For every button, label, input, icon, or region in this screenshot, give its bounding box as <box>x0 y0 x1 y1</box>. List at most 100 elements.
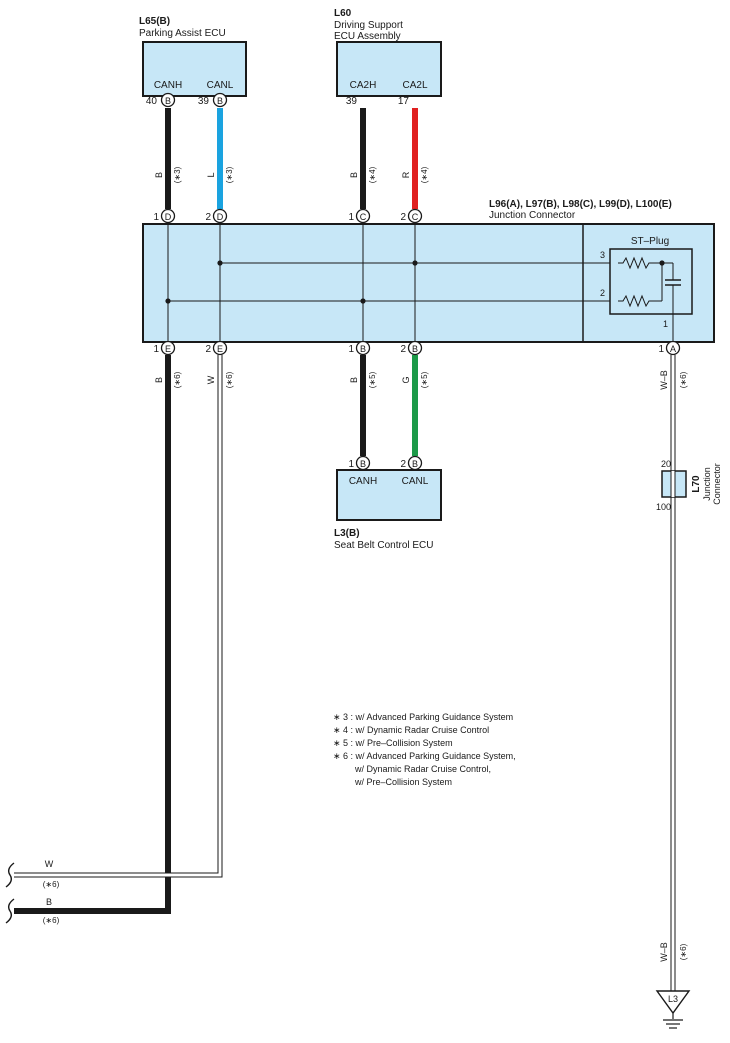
note-line: w/ Pre–Collision System <box>354 777 452 787</box>
l70-name-line1: Junction <box>702 467 712 501</box>
note-line: ∗ 3 : w/ Advanced Parking Guidance Syste… <box>333 712 513 722</box>
pin-e2-number: 2 <box>205 344 211 355</box>
l60-pin2-number: 17 <box>398 96 410 107</box>
stplug-pin1: 1 <box>663 319 668 329</box>
junction-top-pins: 1 D 2 D 1 C 2 C <box>153 208 423 224</box>
component-l65: L65(B) Parking Assist ECU CANH CANL 40 B… <box>139 16 247 108</box>
l65-pin1-conn: B <box>165 96 171 106</box>
l3b-term-canl: CANL <box>402 476 429 487</box>
l60-term-ca2h: CA2H <box>350 80 377 91</box>
wires-layer <box>14 108 676 992</box>
junction-connector: L96(A), L97(B), L98(C), L99(D), L100(E) … <box>142 199 715 343</box>
ground-point: L3 <box>655 990 691 1029</box>
l65-pin2-number: 39 <box>198 96 210 107</box>
pin-e1-number: 1 <box>153 344 159 355</box>
stplug-label: ST–Plug <box>631 236 669 247</box>
l65-pin2-conn: B <box>217 96 223 106</box>
l65-name: Parking Assist ECU <box>139 28 226 39</box>
l65-term-canl: CANL <box>207 80 234 91</box>
l3b-pin1: B <box>355 455 371 471</box>
l70-pin-bottom: 100 <box>656 502 671 512</box>
label-l60-ca2l-note: (∗4) <box>420 166 429 183</box>
label-out-w-color: W <box>45 859 54 869</box>
label-a1-top-color: W–B <box>659 370 669 390</box>
l3b-pin2-conn: B <box>412 459 418 469</box>
wire-labels-middle: B (∗6) W (∗6) B (∗5) G (∗5) W–B (∗6) <box>154 370 688 390</box>
pin-b1-conn: B <box>360 344 366 354</box>
wire-break-icon <box>5 898 15 924</box>
pin-d1-conn: D <box>165 212 172 222</box>
wire-break-icon <box>5 862 15 888</box>
pin-c1: C <box>355 208 371 224</box>
label-b1-color: B <box>349 377 359 383</box>
wire-e2-white-fill <box>14 355 222 877</box>
l65-id: L65(B) <box>139 16 170 27</box>
pin-c1-conn: C <box>360 212 367 222</box>
pin-a1-conn: A <box>670 344 676 354</box>
label-e2-note: (∗6) <box>225 371 234 388</box>
pin-e2: E <box>212 340 228 356</box>
pin-c1-number: 1 <box>348 212 354 223</box>
stplug-box <box>609 248 693 315</box>
pin-b1: B <box>355 340 371 356</box>
pin-d2: D <box>212 208 228 224</box>
l60-name-line2: ECU Assembly <box>334 31 401 42</box>
l3b-name: Seat Belt Control ECU <box>334 540 434 551</box>
ground-triangle-icon <box>655 990 691 1015</box>
l3b-pin2-number: 2 <box>400 459 406 470</box>
stplug-pin2: 2 <box>600 288 605 298</box>
pin-a1: A <box>665 340 681 356</box>
pin-e1-conn: E <box>165 344 171 354</box>
pin-b2: B <box>407 340 423 356</box>
l3b-pin1-number: 1 <box>348 459 354 470</box>
notes-block: ∗ 3 : w/ Advanced Parking Guidance Syste… <box>333 712 516 787</box>
junction-name: Junction Connector <box>489 210 576 221</box>
pin-b1-number: 1 <box>348 344 354 355</box>
l3b-box <box>336 469 442 521</box>
note-line: ∗ 5 : w/ Pre–Collision System <box>333 738 453 748</box>
l60-pin1-number: 39 <box>346 96 358 107</box>
l65-pin2: B <box>212 92 228 108</box>
pin-e1: E <box>160 340 176 356</box>
stplug-pin3: 3 <box>600 250 605 260</box>
l65-box <box>142 41 247 97</box>
label-a1-bottom-note: (∗6) <box>679 943 688 960</box>
l70-pin-top: 20 <box>661 459 671 469</box>
junction-dot <box>360 298 366 304</box>
label-a1-bottom-color: W–B <box>659 942 669 962</box>
pin-d2-conn: D <box>217 212 224 222</box>
pin-b2-conn: B <box>412 344 418 354</box>
pin-d2-number: 2 <box>205 212 211 223</box>
component-l60: L60 Driving Support ECU Assembly CA2H CA… <box>334 8 442 107</box>
l3b-term-canh: CANH <box>349 476 377 487</box>
wire-e2-white-outline <box>14 355 223 878</box>
pin-c2-conn: C <box>412 212 419 222</box>
label-l65-canh-color: B <box>154 172 164 178</box>
label-out-w-note: (∗6) <box>43 880 60 889</box>
l60-term-ca2l: CA2L <box>402 80 427 91</box>
label-out-b-color: B <box>46 897 52 907</box>
l3b-pin1-conn: B <box>360 459 366 469</box>
l60-box <box>336 41 442 97</box>
l65-pin1: B <box>160 92 176 108</box>
label-e1-note: (∗6) <box>173 371 182 388</box>
ground-icon <box>663 1019 683 1029</box>
wire-labels-bottom: W–B (∗6) <box>659 942 688 962</box>
component-l70: 20 100 L70 Junction Connector <box>656 459 722 512</box>
label-l65-canl-note: (∗3) <box>225 166 234 183</box>
label-l65-canl-color: L <box>206 172 216 177</box>
label-out-b-note: (∗6) <box>43 916 60 925</box>
pin-c2-number: 2 <box>400 212 406 223</box>
junction-dot <box>217 260 223 266</box>
pin-a1-number: 1 <box>658 344 664 355</box>
l70-id: L70 <box>691 475 702 493</box>
l70-name-line2: Connector <box>712 463 722 505</box>
note-line: ∗ 6 : w/ Advanced Parking Guidance Syste… <box>333 751 516 761</box>
junction-bottom-pins: 1 E 2 E 1 B 2 B 1 A <box>153 340 681 356</box>
label-l65-canh-note: (∗3) <box>173 166 182 183</box>
l65-term-canh: CANH <box>154 80 182 91</box>
note-line: w/ Dynamic Radar Cruise Control, <box>354 764 491 774</box>
pin-c2: C <box>407 208 423 224</box>
resistor-icon <box>618 256 662 270</box>
